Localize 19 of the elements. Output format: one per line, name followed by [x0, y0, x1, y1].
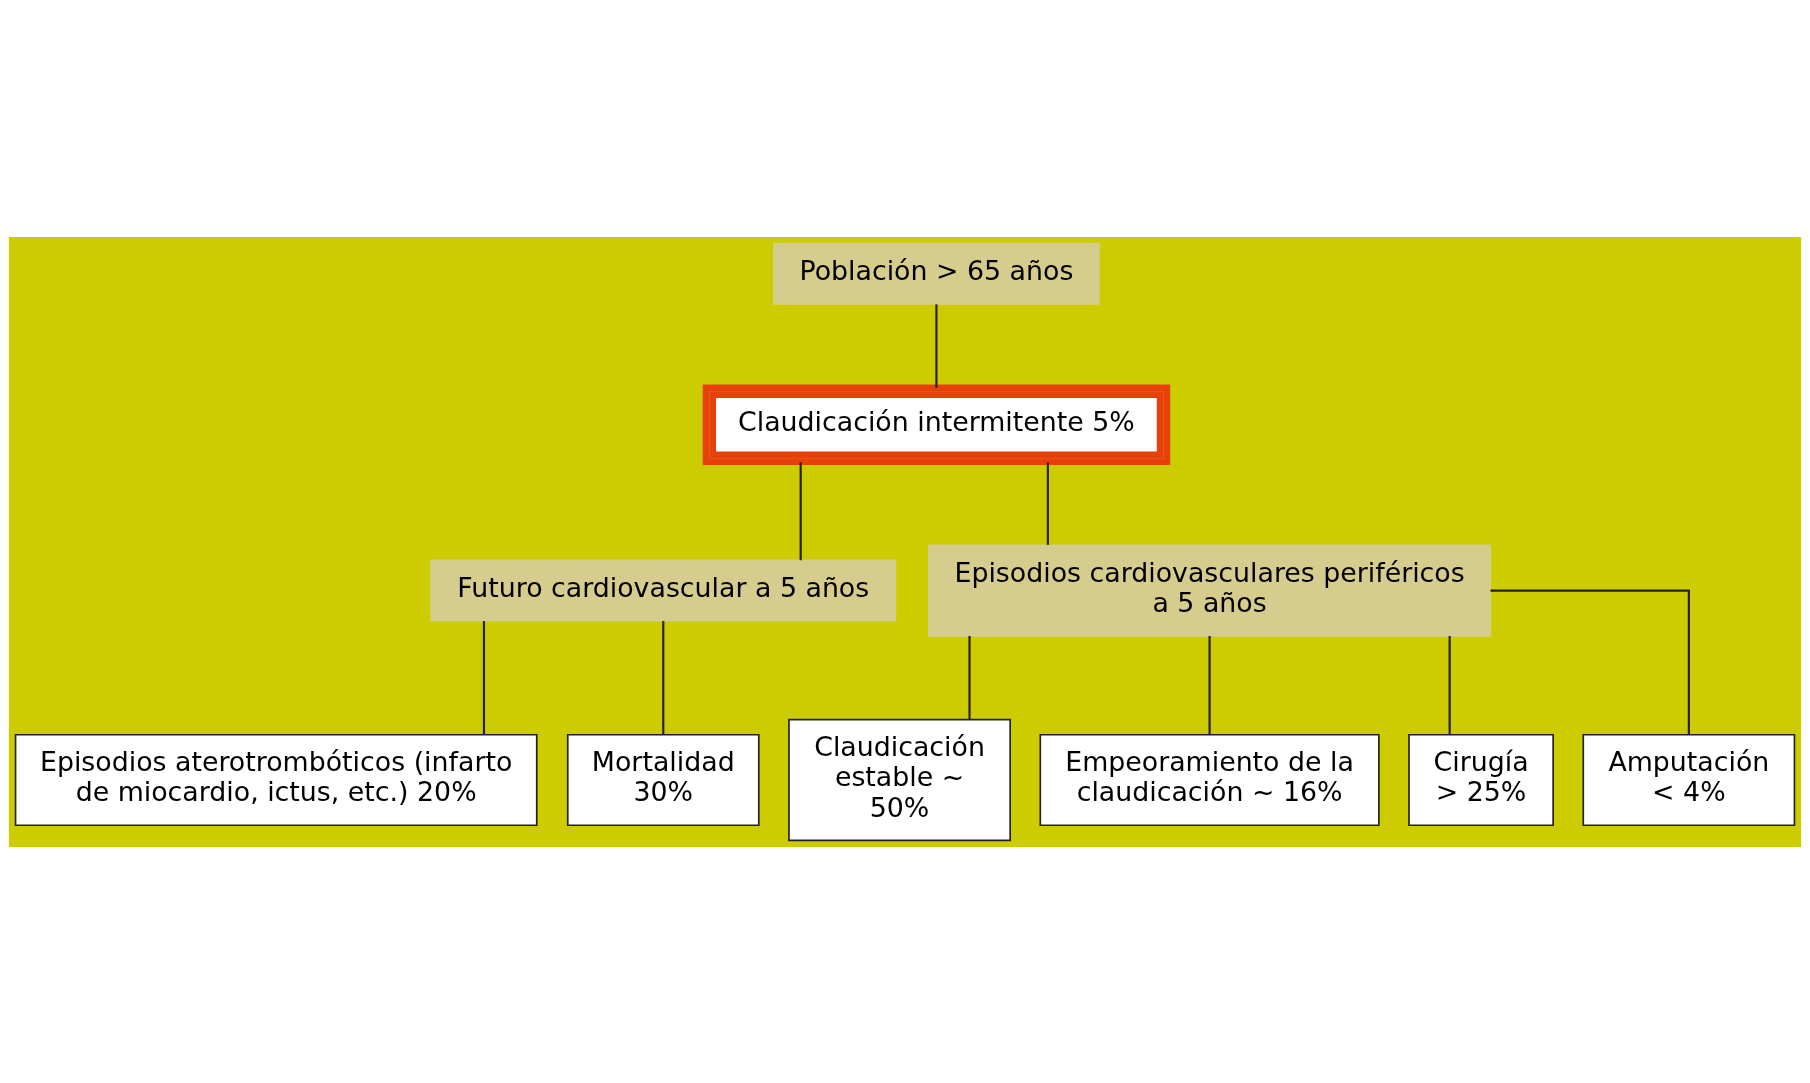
node-box: Mortalidad 30% [566, 733, 760, 826]
connector [1046, 461, 1049, 545]
connector [799, 461, 802, 560]
node-box: Claudicación estable ~ 50% [788, 718, 1011, 841]
connector [482, 620, 486, 734]
connector [662, 620, 665, 734]
node-box: Episodios aterotrombóticos (infarto de miocardio, ictus, etc.) 20% [14, 733, 538, 826]
node-box: Episodios cardiovasculares periféricos a 5 años [928, 544, 1492, 637]
node-box: Población > 65 años [773, 242, 1100, 305]
node-box: Claudicación intermitente 5% [702, 383, 1171, 465]
node-box: Cirugía > 25% [1408, 733, 1554, 826]
connector [968, 635, 971, 719]
connector [935, 303, 938, 388]
connector [1208, 635, 1211, 734]
connector [1490, 589, 1690, 735]
node-box: Empeoramiento de la claudicación ~ 16% [1039, 733, 1380, 826]
connector [1448, 635, 1451, 734]
node-box: Amputación < 4% [1582, 733, 1796, 826]
node-box: Futuro cardiovascular a 5 años [430, 559, 897, 622]
